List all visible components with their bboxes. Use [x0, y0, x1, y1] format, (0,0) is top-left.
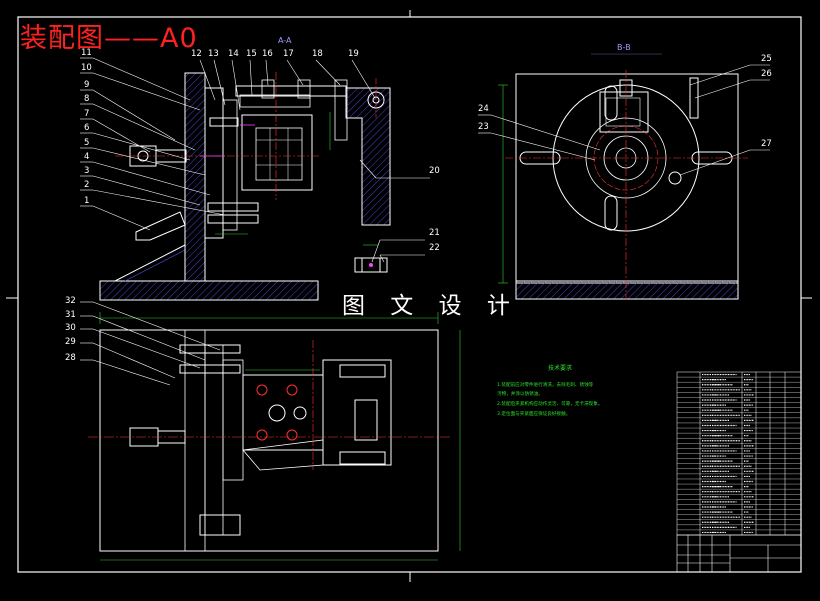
parts-list-fill — [702, 373, 754, 534]
callout-9: 9 — [84, 80, 90, 90]
callout-32: 32 — [65, 296, 76, 306]
section-a-view — [99, 72, 391, 301]
callout-21: 21 — [429, 228, 440, 238]
callout-18: 18 — [312, 49, 323, 59]
drawing-title: 装配图——A0 — [20, 23, 198, 54]
callout-8: 8 — [84, 94, 90, 104]
tech-requirement-line: 2.装配后夹紧机构应动作灵活、可靠，无卡滞现象。 — [497, 402, 603, 407]
callout-29: 29 — [65, 337, 76, 347]
callout-19: 19 — [348, 49, 359, 59]
callout-28: 28 — [65, 353, 76, 363]
leaders-bottom-left — [80, 301, 221, 386]
tech-requirements-title: 技术要求 — [548, 365, 573, 372]
parts-list-rows — [677, 376, 801, 531]
callout-1: 1 — [84, 196, 90, 206]
callout-4: 4 — [84, 152, 90, 162]
callout-20: 20 — [429, 166, 440, 176]
tech-requirement-line: 3.定位面与夹紧面应保证良好接触。 — [497, 412, 571, 417]
callout-7: 7 — [84, 109, 90, 119]
callout-25: 25 — [761, 54, 772, 64]
callout-30: 30 — [65, 323, 76, 333]
plan-view — [88, 312, 461, 561]
leaders-left — [80, 57, 226, 231]
callout-13: 13 — [208, 49, 219, 59]
callout-16: 16 — [262, 49, 273, 59]
callout-6: 6 — [84, 123, 90, 133]
section-b-view — [498, 53, 748, 300]
callout-11: 11 — [81, 48, 92, 58]
callout-22: 22 — [429, 243, 440, 253]
callout-26: 26 — [761, 69, 772, 79]
callout-31: 31 — [65, 310, 76, 320]
callout-12: 12 — [191, 49, 202, 59]
section-b-label: B-B — [617, 43, 631, 52]
callout-10: 10 — [81, 63, 92, 73]
callout-2: 2 — [84, 180, 90, 190]
callout-17: 17 — [283, 49, 294, 59]
tech-requirement-line: 污物，并涂以防锈油。 — [497, 392, 543, 397]
watermark-text: 图 文 设 计 — [342, 293, 519, 319]
callout-5: 5 — [84, 138, 90, 148]
callout-24: 24 — [478, 104, 489, 114]
callout-3: 3 — [84, 166, 90, 176]
title-block — [676, 534, 802, 573]
callout-15: 15 — [246, 49, 257, 59]
section-a-label: A-A — [278, 36, 292, 45]
drawing-frame — [6, 10, 812, 582]
leaders-top — [199, 59, 430, 263]
leaders-right — [478, 64, 770, 176]
callout-27: 27 — [761, 139, 772, 149]
callout-23: 23 — [478, 122, 489, 132]
tech-requirement-line: 1.装配前应对零件进行清洗，去除毛刺、锈蚀等 — [497, 383, 594, 388]
callout-14: 14 — [228, 49, 239, 59]
